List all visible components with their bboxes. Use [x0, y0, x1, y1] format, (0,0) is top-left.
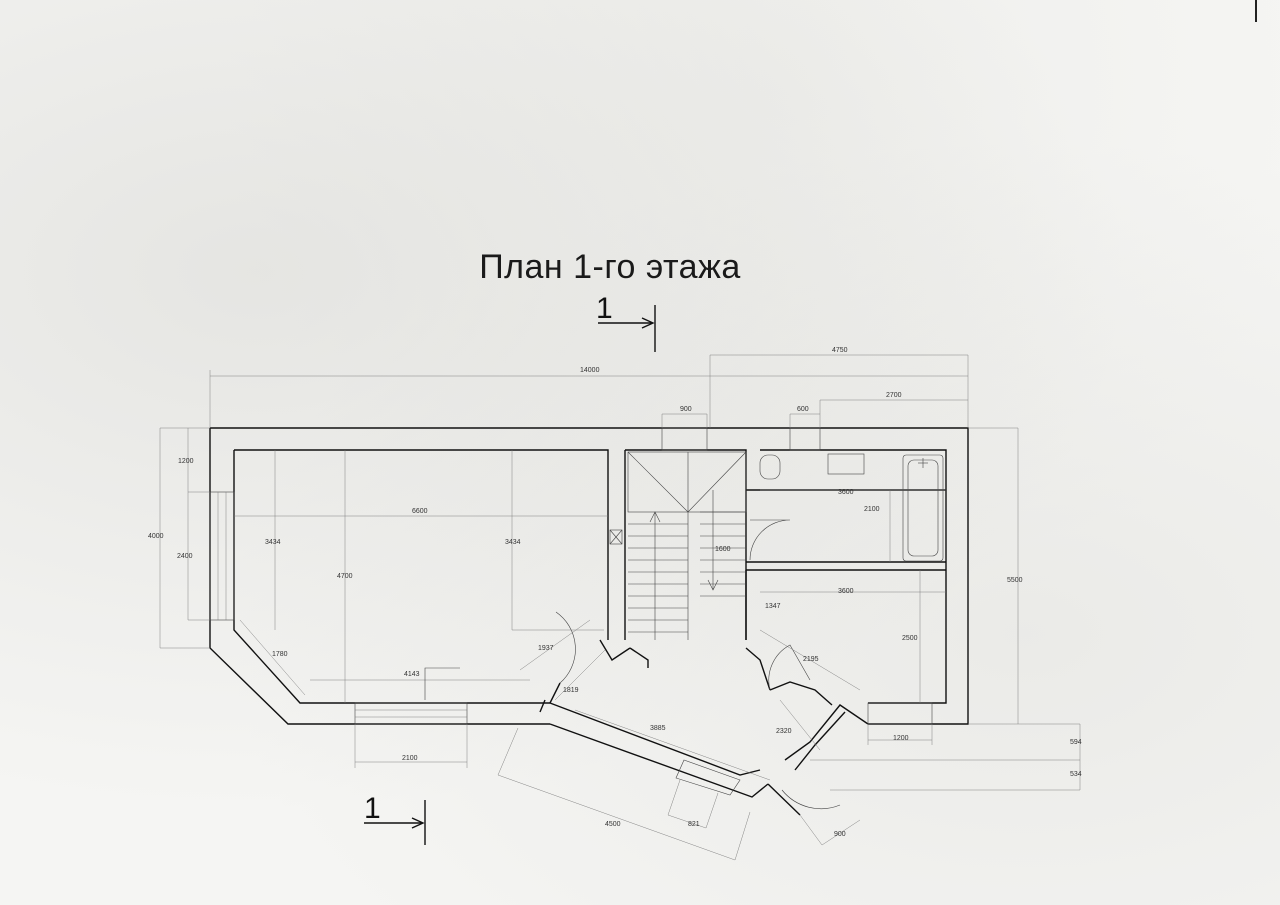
- dim-1600: 1600: [715, 546, 731, 553]
- dim-2500: 2500: [902, 635, 918, 642]
- dim-594: 594: [1070, 739, 1082, 746]
- dim-1347: 1347: [765, 603, 781, 610]
- dim-4000: 4000: [148, 533, 164, 540]
- dim-3600-bottom: 3600: [838, 588, 854, 595]
- dim-14000: 14000: [580, 367, 600, 374]
- section-marker-bottom: 1: [364, 792, 426, 845]
- section-marker-top: 1: [596, 292, 656, 352]
- dim-900-top: 900: [680, 406, 692, 413]
- dim-1200-left: 1200: [178, 458, 194, 465]
- dim-821: 821: [688, 821, 700, 828]
- dim-4700: 4700: [337, 573, 353, 580]
- dim-5500: 5500: [1007, 577, 1023, 584]
- dim-600-top: 600: [797, 406, 809, 413]
- dim-3885: 3885: [650, 725, 666, 732]
- windows: [209, 427, 933, 796]
- door-swings: [555, 519, 841, 810]
- dim-2700: 2700: [886, 392, 902, 399]
- dim-3434-left: 3434: [265, 539, 281, 546]
- dim-900-bottom: 900: [834, 831, 846, 838]
- dim-3434-right: 3434: [505, 539, 521, 546]
- outer-walls: [209, 427, 969, 816]
- dim-1780: 1780: [272, 651, 288, 658]
- dim-2195: 2195: [803, 656, 819, 663]
- dim-1937: 1937: [538, 645, 554, 652]
- dim-4750: 4750: [832, 347, 848, 354]
- dim-6600: 6600: [412, 508, 428, 515]
- dim-4143: 4143: [404, 671, 420, 678]
- staircase: [609, 451, 747, 640]
- dim-1819: 1819: [563, 687, 579, 694]
- dim-2100-bottom: 2100: [402, 755, 418, 762]
- room-measure-lines: [234, 450, 946, 781]
- dimension-labels: 14000 4750 2700 900 600 1200 4000 2400 6…: [148, 347, 1082, 838]
- dim-4500: 4500: [605, 821, 621, 828]
- dimension-lines: [159, 354, 1081, 861]
- dim-2100-bath: 2100: [864, 506, 880, 513]
- dim-534: 534: [1070, 771, 1082, 778]
- dim-3600-top: 3600: [838, 489, 854, 496]
- plan-title: План 1-го этажа: [479, 248, 741, 286]
- section-marker-bottom-label: 1: [364, 792, 381, 825]
- dim-1200-bottom: 1200: [893, 735, 909, 742]
- dim-2400: 2400: [177, 553, 193, 560]
- section-marker-top-label: 1: [596, 292, 613, 325]
- dim-2320: 2320: [776, 728, 792, 735]
- edge-mark: [1255, 0, 1257, 22]
- bathroom-fixtures: [759, 453, 944, 562]
